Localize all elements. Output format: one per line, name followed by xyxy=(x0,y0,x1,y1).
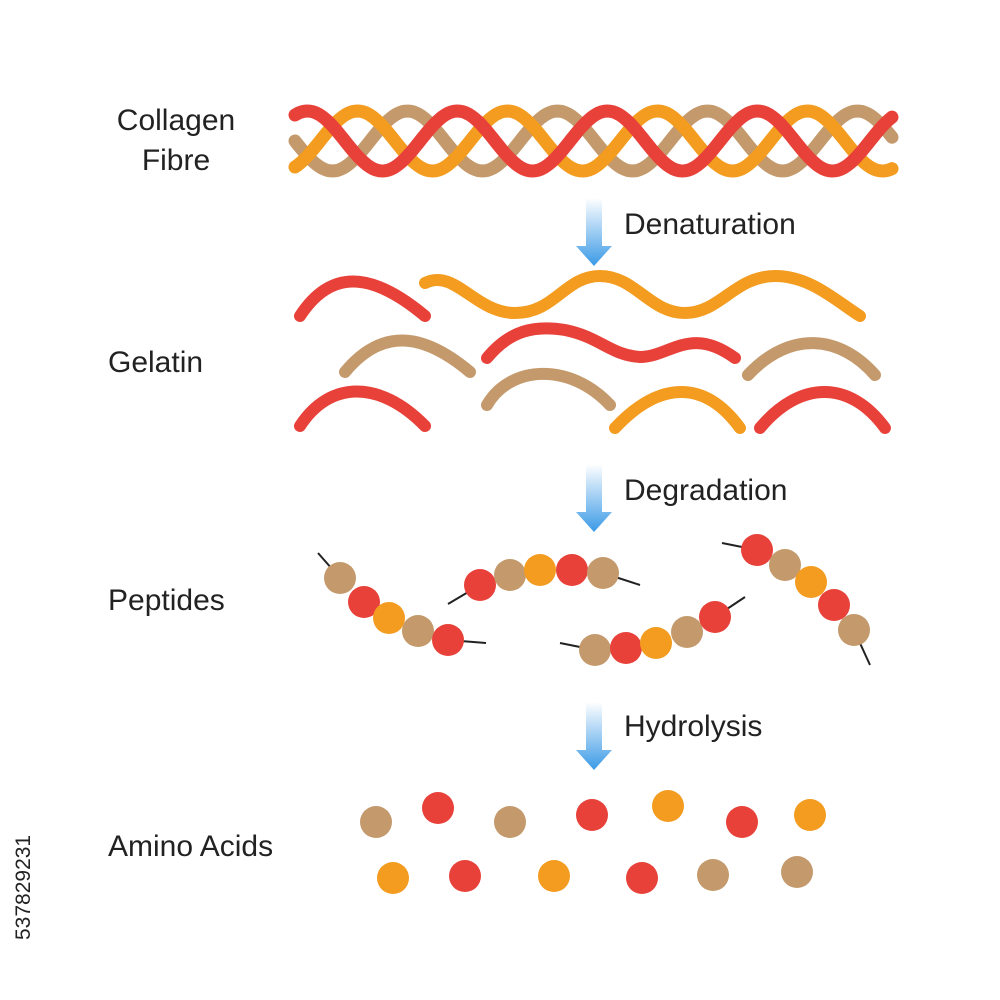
peptide-chain xyxy=(721,534,871,666)
label-peptides: Peptides xyxy=(108,584,225,617)
gelatin-strand xyxy=(742,337,881,381)
amino-acid-dot xyxy=(449,860,481,892)
peptide-bead xyxy=(524,554,556,586)
peptide-chain xyxy=(559,596,746,666)
arrow-hydrolysis xyxy=(576,702,612,770)
peptide-bead xyxy=(432,624,464,656)
process-hydrolysis: Hydrolysis xyxy=(624,710,762,743)
peptide-bead xyxy=(556,554,588,586)
peptide-bead xyxy=(699,601,731,633)
gelatin-strand xyxy=(339,334,476,378)
amino-acid-dot xyxy=(494,806,526,838)
peptide-bead xyxy=(402,615,434,647)
amino-acid-dot xyxy=(781,856,813,888)
gelatin-strands xyxy=(294,269,891,434)
peptide-bead xyxy=(818,589,850,621)
gelatin-strand xyxy=(481,367,616,411)
process-denaturation: Denaturation xyxy=(624,208,796,241)
amino-acid-dot xyxy=(794,799,826,831)
peptide-bead xyxy=(741,534,773,566)
label-amino-acids: Amino Acids xyxy=(108,830,273,863)
amino-acid-dots xyxy=(360,790,826,894)
amino-acid-dot xyxy=(726,806,758,838)
peptide-bead xyxy=(795,566,827,598)
amino-acid-dot xyxy=(652,790,684,822)
peptide-bead xyxy=(838,614,870,646)
peptide-bead xyxy=(579,634,611,666)
peptide-bead xyxy=(373,602,405,634)
peptide-bead xyxy=(464,569,496,601)
gelatin-strand xyxy=(419,269,866,322)
peptide-bead xyxy=(769,549,801,581)
gelatin-strand xyxy=(481,322,741,364)
amino-acid-dot xyxy=(422,792,454,824)
peptide-bead xyxy=(671,616,703,648)
gelatin-strand xyxy=(609,386,746,434)
peptide-bead xyxy=(324,562,356,594)
label-collagen-line1: Collagen xyxy=(117,104,235,137)
peptide-bead xyxy=(494,559,526,591)
side-id-text: 537829231 xyxy=(12,835,35,940)
gelatin-strand xyxy=(294,275,431,322)
collagen-strand xyxy=(288,104,899,178)
amino-acid-dot xyxy=(377,862,409,894)
label-gelatin: Gelatin xyxy=(108,346,203,379)
peptide-bead xyxy=(587,557,619,589)
peptide-bead xyxy=(640,627,672,659)
arrow-degradation xyxy=(576,464,612,532)
label-collagen-line2: Fibre xyxy=(142,144,210,177)
amino-acid-dot xyxy=(538,860,570,892)
arrow-denaturation xyxy=(576,198,612,266)
collagen-triple-helix xyxy=(288,104,899,178)
peptide-bead xyxy=(610,632,642,664)
amino-acid-dot xyxy=(576,799,608,831)
peptide-chains xyxy=(317,534,871,666)
process-degradation: Degradation xyxy=(624,474,787,507)
gelatin-strand xyxy=(754,386,891,434)
peptide-bead xyxy=(348,586,380,618)
amino-acid-dot xyxy=(360,806,392,838)
collagen-strand xyxy=(288,104,899,178)
peptide-chain xyxy=(317,552,487,656)
collagen-strand xyxy=(288,104,899,178)
peptide-chain xyxy=(447,554,641,605)
amino-acid-dot xyxy=(626,862,658,894)
amino-acid-dot xyxy=(697,859,729,891)
gelatin-strand xyxy=(294,385,431,432)
